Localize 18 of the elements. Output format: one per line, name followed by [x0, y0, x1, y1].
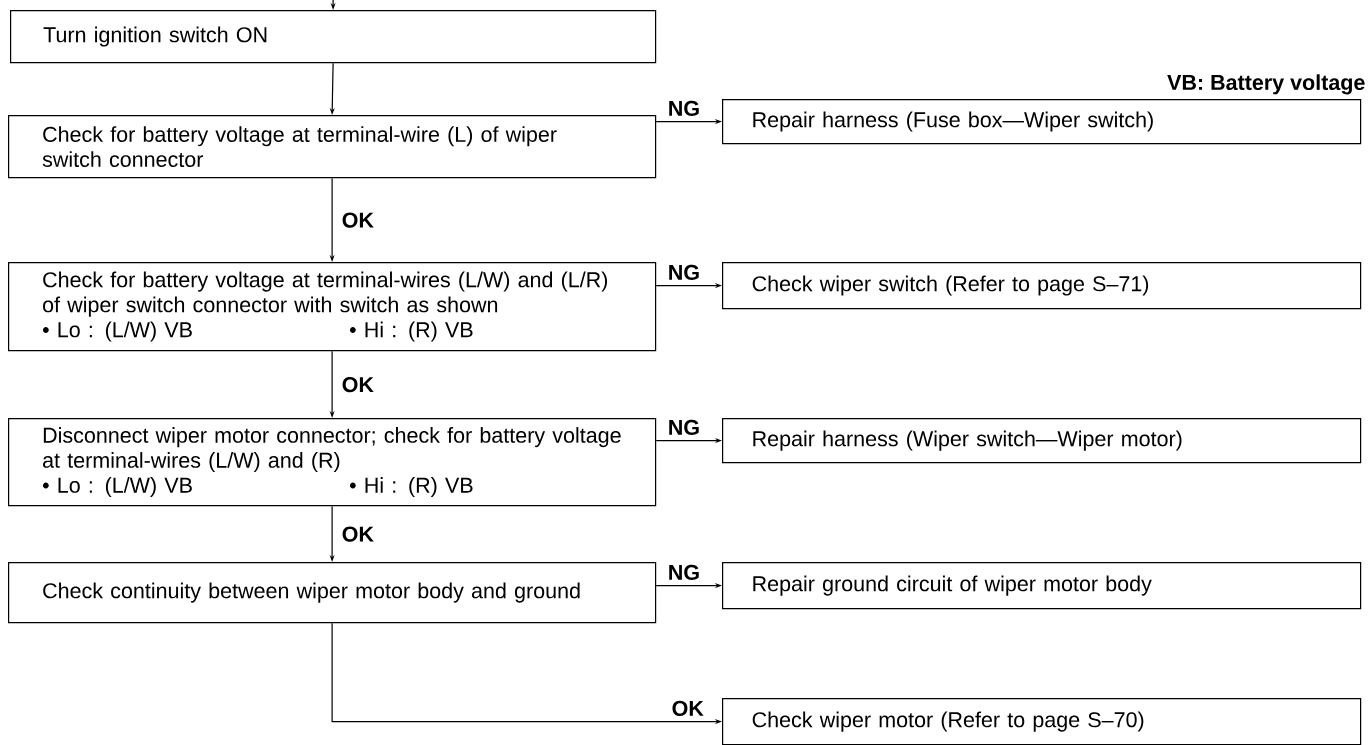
edge-label: NG [669, 564, 699, 580]
process-box: Turn ignition switch ON [10, 10, 657, 64]
process-box: Repair harness (Fuse box—Wiper switch) [722, 99, 1362, 145]
process-box: Repair harness (Wiper switch—Wiper motor) [722, 418, 1362, 464]
process-box: Check wiper switch (Refer to page S–71) [722, 262, 1362, 310]
edge-label: NG [669, 100, 699, 116]
edge-label: NG [669, 419, 699, 435]
edge-label: OK [342, 212, 374, 228]
edge-label: NG [669, 264, 699, 280]
process-box: Check wiper motor (Refer to page S–70) [722, 698, 1362, 745]
process-box: Repair ground circuit of wiper motor body [722, 562, 1362, 610]
process-box: Check for battery voltage at terminal-wire (L) of wiper switch connector [8, 115, 657, 179]
process-box: Check continuity between wiper motor body and ground [8, 562, 657, 624]
edge-label: OK [342, 377, 374, 393]
process-box: Disconnect wiper motor connector; check for battery voltage at terminal-wires (L/W) and (R) • Lo : (L/W) VB • Hi : (R) VB [8, 418, 657, 507]
edge-label: OK [672, 700, 704, 716]
process-box: Check for battery voltage at terminal-wires (L/W) and (L/R) of wiper switch connector with switch as shown • Lo : (L/W) VB • Hi : (R) VB [8, 262, 657, 352]
edge-label: OK [342, 526, 374, 542]
